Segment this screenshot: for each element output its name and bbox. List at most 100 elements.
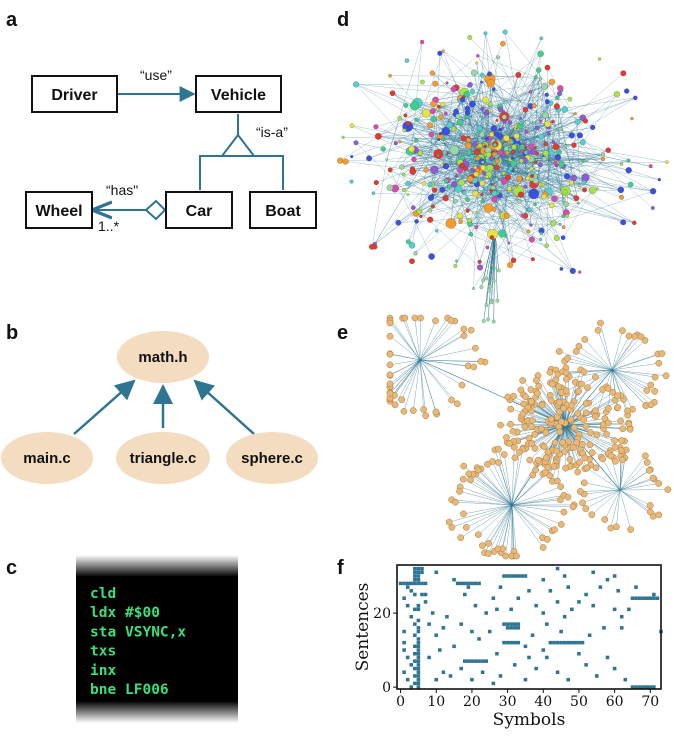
network-d-node xyxy=(455,174,459,178)
chart-f-cell xyxy=(405,677,410,682)
code-op: txs xyxy=(90,644,116,660)
network-d-node xyxy=(489,160,493,164)
network-e-node xyxy=(457,534,465,542)
chart-f-cell xyxy=(605,577,610,582)
network-e-node xyxy=(599,455,607,463)
network-e-edge xyxy=(497,504,513,549)
network-d-edge xyxy=(351,86,545,157)
network-e-node xyxy=(582,422,590,430)
network-e-node xyxy=(619,327,626,334)
network-d-node xyxy=(406,121,411,126)
network-d-node xyxy=(437,50,443,56)
panel-e: e xyxy=(337,314,672,560)
network-e-node xyxy=(625,332,633,340)
network-d-node xyxy=(489,300,494,305)
network-e-node xyxy=(641,337,649,344)
network-d-node xyxy=(414,118,419,122)
network-e-node xyxy=(513,552,520,560)
chart-f-cell xyxy=(416,577,421,582)
chart-f-cell xyxy=(502,574,506,578)
network-d-node xyxy=(491,196,498,203)
chart-f-cell xyxy=(416,637,421,641)
network-d-edge xyxy=(432,53,440,207)
network-e-node xyxy=(398,396,406,403)
network-d-edge xyxy=(434,155,496,191)
network-e-node xyxy=(509,428,517,435)
network-d-node xyxy=(483,31,488,36)
chart-f-cell xyxy=(480,659,485,663)
network-d-node xyxy=(590,124,596,130)
network-d-node xyxy=(419,39,425,45)
network-d-node xyxy=(469,88,476,95)
inherit-triangle xyxy=(219,133,257,157)
network-d-node xyxy=(386,184,394,191)
network-d-node xyxy=(405,180,411,187)
network-d-edge xyxy=(566,190,593,217)
chart-f-cell xyxy=(627,607,631,612)
network-d-node xyxy=(442,195,449,202)
network-e-edge xyxy=(419,317,448,361)
network-d-node xyxy=(539,231,543,236)
chart-f-cell xyxy=(416,670,421,675)
network-e-edge xyxy=(564,376,570,426)
network-d-edge xyxy=(432,160,535,196)
chart-f-cell xyxy=(473,581,478,586)
network-e-node xyxy=(646,508,654,516)
network-d-node xyxy=(430,116,437,123)
network-d-node xyxy=(542,111,549,119)
network-d-node xyxy=(534,75,538,79)
panel-label-f: f xyxy=(337,557,344,579)
network-d-node xyxy=(438,132,442,136)
network-e-node xyxy=(613,523,620,531)
network-d-edge xyxy=(555,146,651,167)
node-sphere-c xyxy=(226,432,318,484)
panel-label-c: c xyxy=(6,557,17,579)
network-e-node xyxy=(511,454,519,462)
network-d-edge xyxy=(456,175,507,216)
network-d-node xyxy=(492,142,497,147)
network-d-node xyxy=(519,158,524,164)
panel-label-d: d xyxy=(337,9,349,31)
network-d-node xyxy=(487,101,493,107)
network-d-node xyxy=(601,152,606,157)
network-e-node xyxy=(564,493,572,501)
network-e xyxy=(386,314,672,560)
network-d-edge xyxy=(457,81,482,160)
network-d-node xyxy=(446,121,453,128)
network-d-node xyxy=(374,132,382,140)
network-d-node xyxy=(498,229,507,238)
network-e-node xyxy=(460,462,468,470)
chart-f-cell xyxy=(402,596,406,600)
network-d-node xyxy=(439,186,446,193)
network-d-node xyxy=(601,156,606,162)
network-d-node xyxy=(411,156,417,163)
network-d-edge xyxy=(378,105,415,137)
network-d-node xyxy=(605,147,611,153)
network-d-node xyxy=(513,127,517,131)
chart-f-xtick-label: 60 xyxy=(606,694,624,710)
network-d-node xyxy=(491,278,496,283)
chart-f-cell xyxy=(566,585,571,589)
network-e-node xyxy=(544,464,552,471)
chart-f-cell xyxy=(577,651,581,656)
network-d-edge xyxy=(496,70,539,161)
chart-f-cell xyxy=(459,622,463,626)
class-boat: Boat xyxy=(265,203,301,220)
network-d-node xyxy=(491,319,496,324)
network-e-edge xyxy=(619,455,646,491)
network-d-node xyxy=(524,146,528,149)
network-d-node xyxy=(633,95,638,101)
network-e-edge xyxy=(413,359,421,411)
network-e-edge xyxy=(584,339,613,371)
network-e-edge xyxy=(564,424,591,433)
network-d-node xyxy=(456,212,464,219)
chart-f-cell xyxy=(416,681,421,686)
network-d-node xyxy=(509,139,514,145)
network-e-edge xyxy=(571,369,613,406)
network-e-node xyxy=(526,456,534,464)
network-d-node xyxy=(491,87,496,91)
chart-f-cell xyxy=(655,596,660,600)
chart-f-cell xyxy=(434,677,439,682)
chart-f-xlabel: Symbols xyxy=(493,710,566,730)
